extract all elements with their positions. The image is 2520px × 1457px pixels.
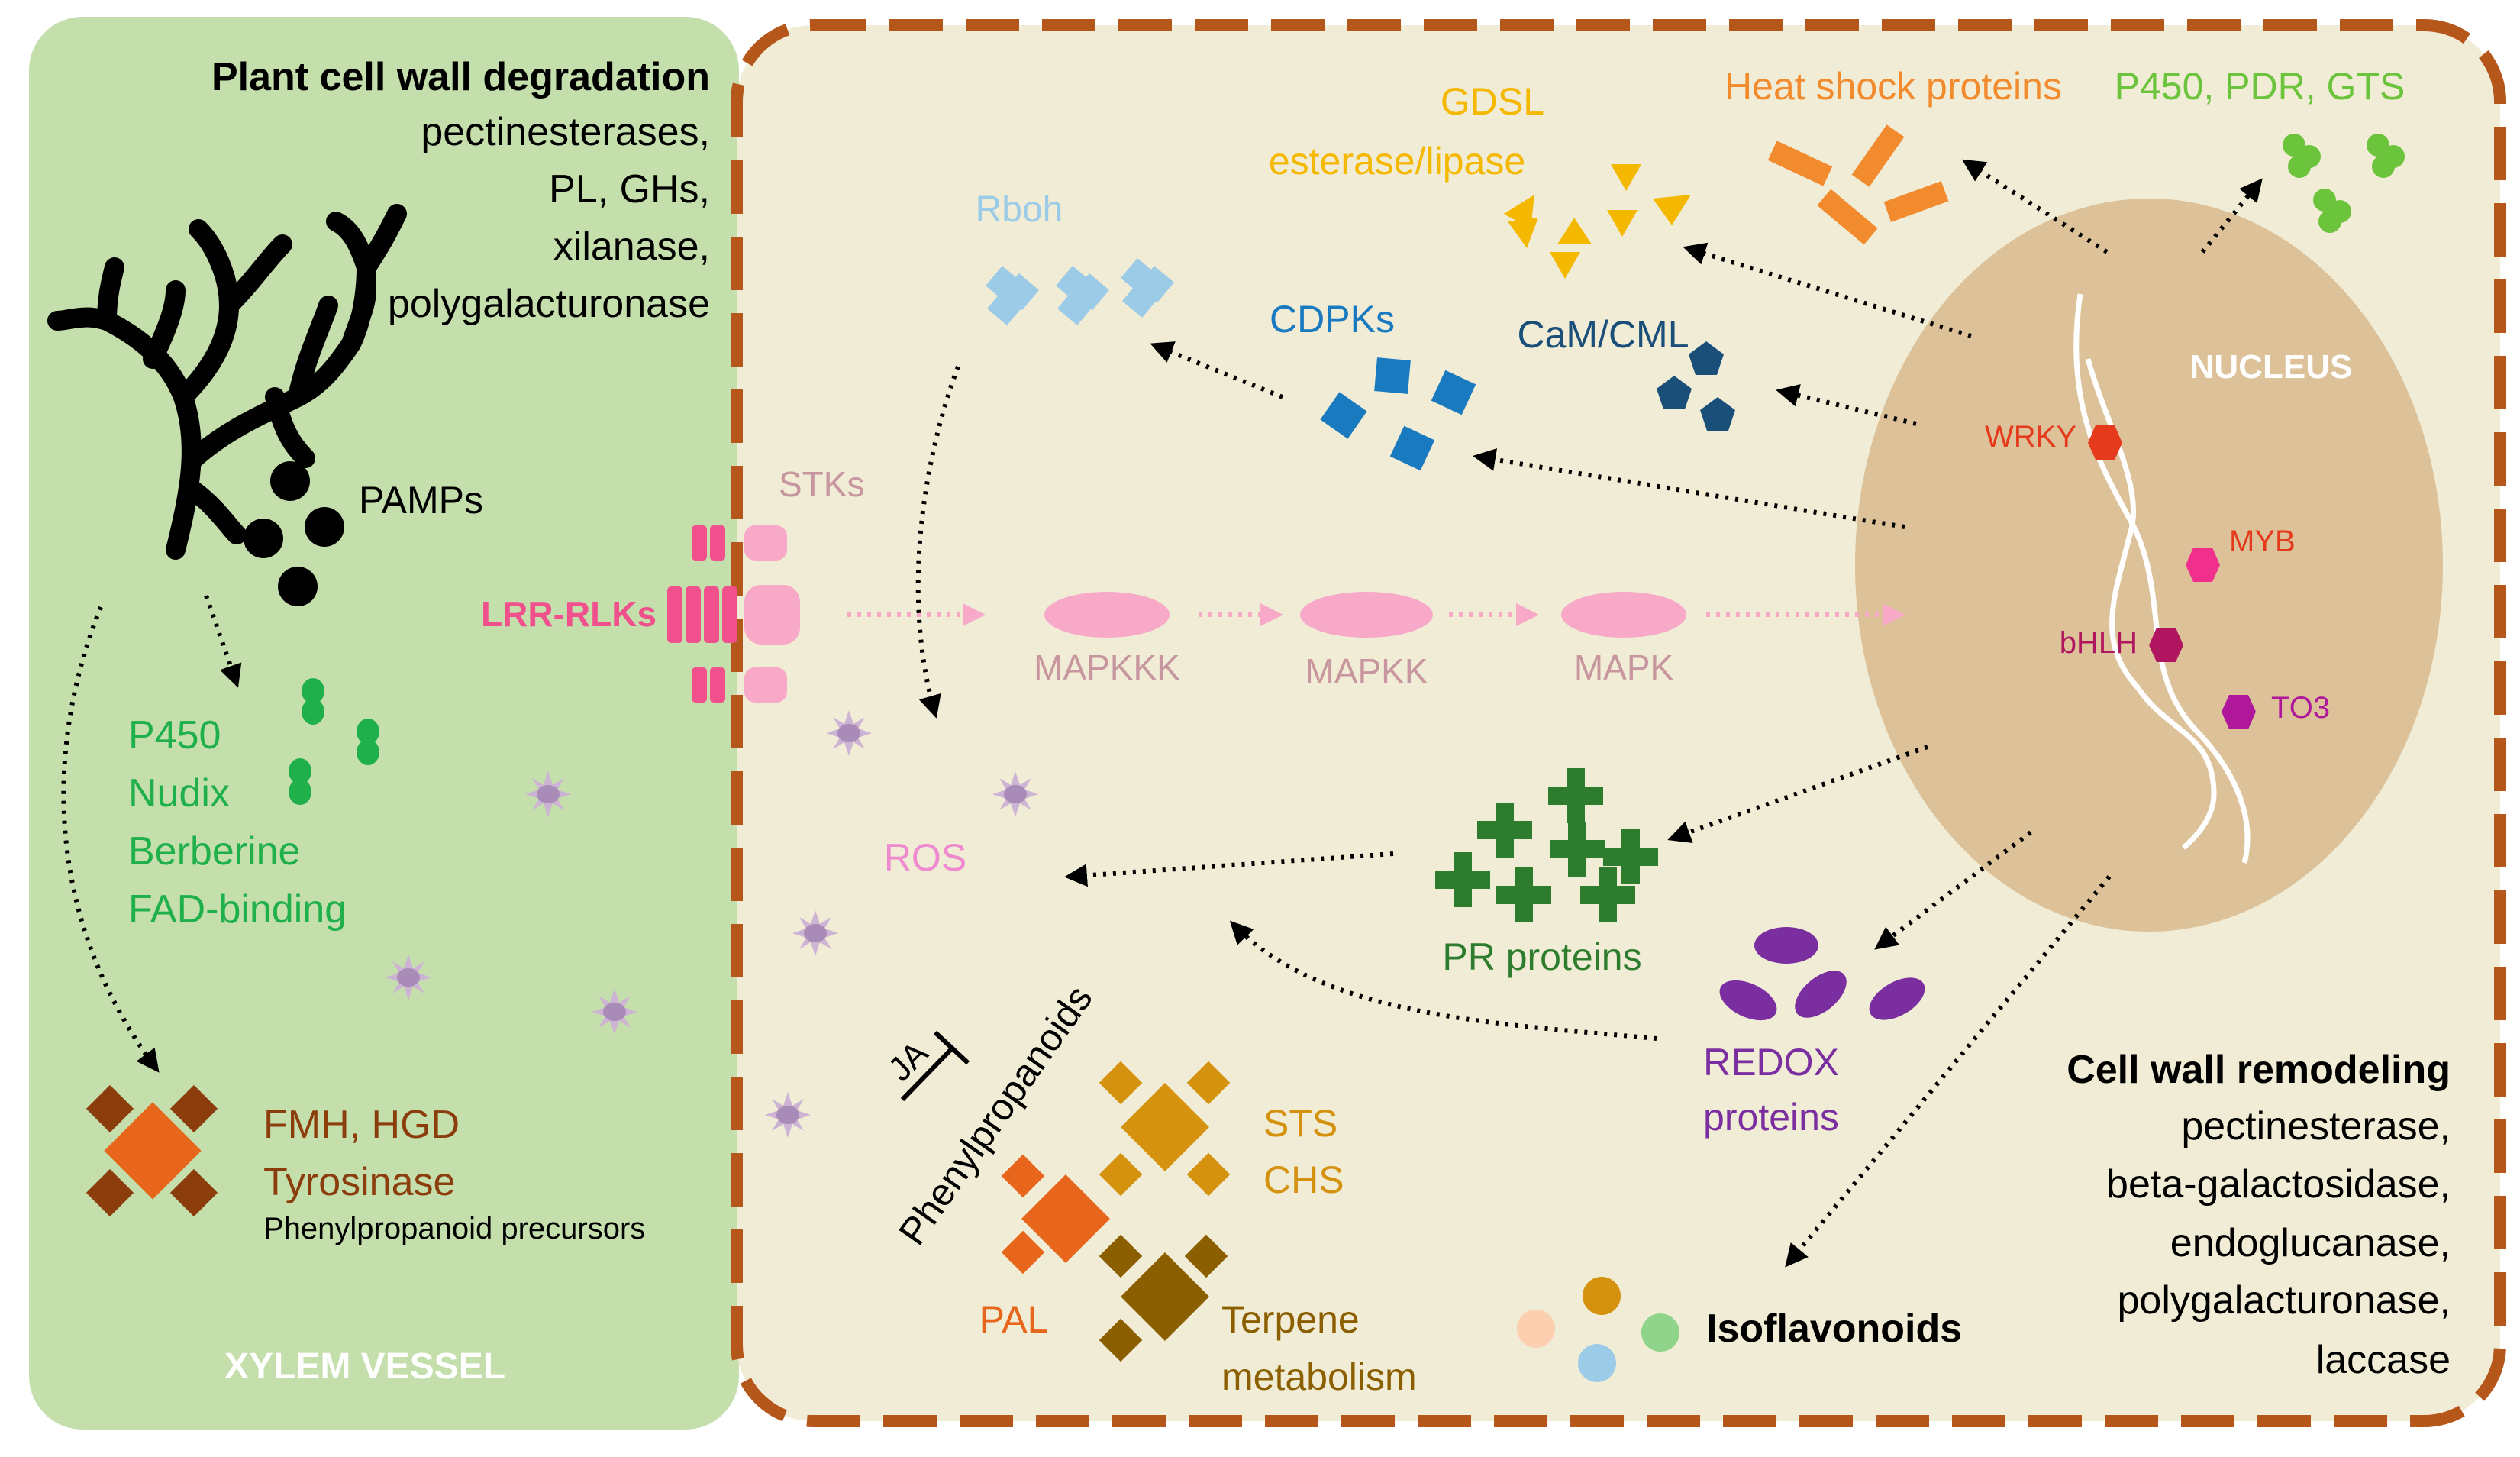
redox-ellipses: [1719, 927, 1925, 1021]
xylem-title: Plant cell wall degradation: [211, 55, 710, 99]
xylem-enzyme-2: PL, GHs,: [549, 167, 710, 212]
xylem-enzyme-4: polygalacturonase: [388, 282, 710, 326]
xylem-vessel-label: XYLEM VESSEL: [224, 1346, 505, 1387]
mapkkk-shape: [1044, 592, 1170, 638]
lrr-rlk-receptor: [667, 525, 737, 703]
sts-label: STS: [1263, 1102, 1337, 1145]
remodel-item-3: endoglucanase,: [2170, 1221, 2451, 1265]
remodel-item-4: polygalacturonase,: [2117, 1278, 2451, 1323]
mapkk-shape: [1300, 592, 1433, 638]
isoflavonoid-dots: [1517, 1277, 1679, 1382]
redox-label-1: REDOX: [1703, 1041, 1839, 1084]
sts-chs-diamonds: [1099, 1061, 1231, 1197]
mapk-label: MAPK: [1574, 648, 1674, 687]
ros-label: ROS: [884, 836, 966, 879]
gdsl-label-2: esterase/lipase: [1269, 140, 1525, 183]
ros-star-4: [826, 710, 872, 756]
ros-star-1: [525, 771, 571, 817]
cdpks-label: CDPKs: [1270, 298, 1395, 341]
cam-pentagons: [1657, 341, 1735, 431]
remodel-title: Cell wall remodeling: [2067, 1048, 2451, 1092]
gdsl-triangles: [1504, 164, 1691, 279]
gdsl-label-1: GDSL: [1441, 80, 1544, 123]
pamps-dots: [244, 461, 344, 606]
chs-label: CHS: [1263, 1158, 1344, 1201]
stk-kinase-domains: [744, 525, 800, 703]
remodel-item-1: pectinesterase,: [2181, 1104, 2451, 1148]
ros-star-5: [992, 771, 1038, 817]
xylem-enzyme-3: xilanase,: [553, 225, 710, 269]
isoflavonoids-label: Isoflavonoids: [1706, 1307, 1962, 1351]
myb-label: MYB: [2229, 525, 2296, 558]
myb-hexagon: [2186, 548, 2220, 582]
pr-protein-crosses: [1435, 768, 1658, 922]
signaling-arrows: [915, 159, 2263, 1268]
p450-blobs: [2283, 134, 2405, 233]
ja-inhibition: [900, 1030, 970, 1102]
fmh-label: FMH, HGD: [263, 1103, 460, 1147]
gene-berberine: Berberine: [128, 829, 300, 874]
precursors-label: Phenylpropanoid precursors: [263, 1212, 645, 1245]
remodel-item-2: beta-galactosidase,: [2106, 1162, 2451, 1207]
ros-star-7: [765, 1092, 811, 1138]
gene-nudix: Nudix: [128, 771, 230, 816]
redox-label-2: proteins: [1703, 1096, 1839, 1139]
hsp-label: Heat shock proteins: [1725, 65, 2062, 108]
fmh-diamonds: [86, 1084, 218, 1217]
terpene-label-2: metabolism: [1221, 1355, 1417, 1398]
arrow-xylem-to-fmh: [61, 606, 160, 1073]
pamps-label: PAMPs: [359, 479, 483, 522]
rboh-label: Rboh: [976, 189, 1063, 230]
mapkkk-label: MAPKKK: [1034, 648, 1180, 687]
gene-p450: P450: [128, 713, 221, 758]
to3-label: TO3: [2271, 691, 2330, 725]
ros-star-6: [792, 910, 838, 956]
cam-cml-label: CaM/CML: [1517, 313, 1689, 356]
ros-star-2: [386, 955, 431, 1000]
cdpk-squares: [1320, 357, 1476, 471]
mapkk-label: MAPKK: [1305, 651, 1428, 691]
lrr-rlks-label: LRR-RLKs: [481, 594, 657, 634]
nucleus-label: NUCLEUS: [2190, 348, 2353, 386]
pal-label: PAL: [979, 1298, 1049, 1341]
dna-strands: [2073, 293, 2251, 864]
wrky-label: WRKY: [1985, 420, 2076, 454]
pal-diamonds: [1001, 1154, 1110, 1274]
to3-hexagon: [2222, 695, 2256, 729]
ros-star-3: [592, 989, 637, 1035]
wrky-hexagon: [2088, 425, 2122, 460]
bhlh-label: bHLH: [2060, 626, 2138, 660]
bhlh-hexagon: [2149, 628, 2183, 662]
mapk-shape: [1561, 592, 1686, 638]
xylem-enzyme-1: pectinesterases,: [421, 110, 710, 154]
green-gene-blobs: [289, 678, 379, 805]
terpene-diamonds: [1099, 1234, 1228, 1362]
pr-proteins-label: PR proteins: [1442, 935, 1641, 978]
rboh-icons: [986, 258, 1174, 325]
terpene-label-1: Terpene: [1221, 1298, 1360, 1341]
p450-pdr-gts-label: P450, PDR, GTS: [2115, 65, 2405, 108]
stks-label: STKs: [779, 464, 864, 504]
hsp-icons: [1767, 124, 1949, 245]
tyrosinase-label: Tyrosinase: [263, 1160, 455, 1204]
gene-fad-binding: FAD-binding: [128, 887, 347, 932]
fungus-hyphae-icon: [47, 204, 407, 560]
remodel-item-5: laccase: [2316, 1338, 2451, 1382]
